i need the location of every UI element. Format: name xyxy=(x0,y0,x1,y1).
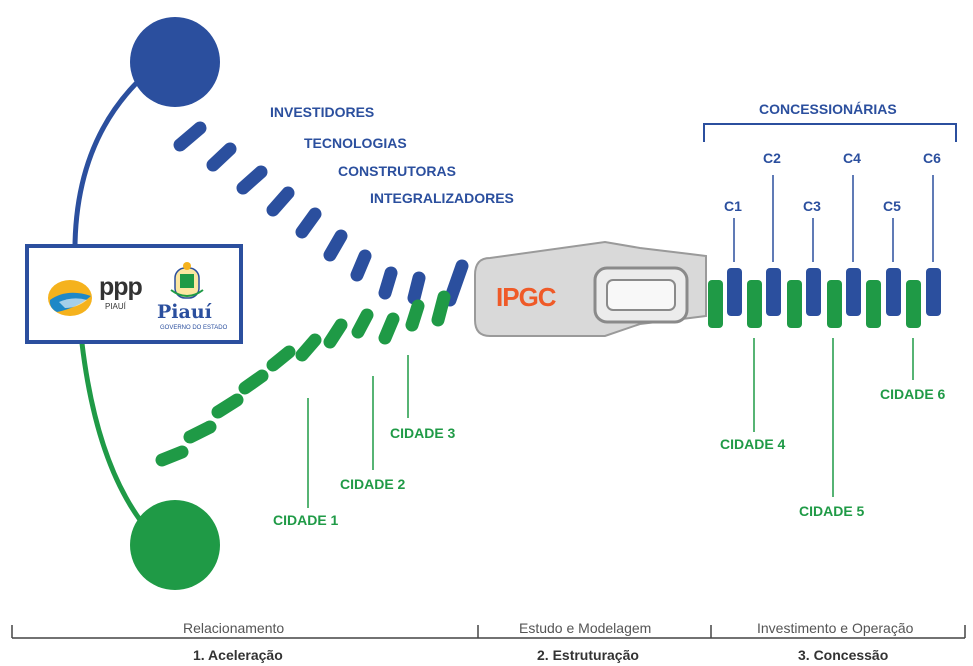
phase-name: 1. Aceleração xyxy=(193,647,283,663)
phase-name: 3. Concessão xyxy=(798,647,889,663)
green-teeth xyxy=(155,290,451,467)
ipgc-logo-text: IPGC xyxy=(496,282,557,312)
city-label: CIDADE 1 xyxy=(273,512,339,528)
ppp-logo-subtitle: PIAUÍ xyxy=(105,302,126,311)
concession-leaders xyxy=(733,175,934,262)
city-label: CIDADE 6 xyxy=(880,386,946,402)
left-city-leaders xyxy=(307,355,409,508)
state-seal-icon xyxy=(170,262,204,299)
logo-box: ppp PIAUÍ Piauí GOVERNO DO ESTADO xyxy=(25,244,243,344)
green-circle xyxy=(130,500,220,590)
investor-label: INTEGRALIZADORES xyxy=(370,190,514,206)
piaui-logo-text: Piauí xyxy=(157,301,212,323)
blue-teeth xyxy=(173,121,469,307)
investor-label: CONSTRUTORAS xyxy=(338,163,456,179)
zipper-slider xyxy=(474,240,707,337)
city-label: CIDADE 3 xyxy=(390,425,456,441)
ppp-logo-icon xyxy=(48,280,92,316)
concession-label: C3 xyxy=(803,198,821,214)
concession-label: C1 xyxy=(724,198,742,214)
phase-ruler xyxy=(11,625,966,639)
concession-label: C4 xyxy=(843,150,861,166)
city-label: CIDADE 5 xyxy=(799,503,865,519)
concessions-bracket xyxy=(703,123,957,142)
phase-description: Relacionamento xyxy=(183,620,285,636)
phase-name: 2. Estruturação xyxy=(537,647,639,663)
city-label: CIDADE 4 xyxy=(720,436,786,452)
phase-description: Estudo e Modelagem xyxy=(519,620,652,636)
city-label: CIDADE 2 xyxy=(340,476,406,492)
right-city-leaders xyxy=(753,338,914,497)
blue-circle xyxy=(130,17,220,107)
interlocked-blue-teeth xyxy=(727,268,941,316)
concession-label: C2 xyxy=(763,150,781,166)
investor-label: TECNOLOGIAS xyxy=(304,135,407,151)
interlocked-green-teeth xyxy=(708,280,921,328)
ppp-logo-text: ppp xyxy=(99,273,143,301)
piaui-logo-subtitle: GOVERNO DO ESTADO xyxy=(160,325,228,331)
phase-description: Investimento e Operação xyxy=(757,620,914,636)
investor-label: INVESTIDORES xyxy=(270,104,375,120)
concession-label: C6 xyxy=(923,150,941,166)
concessions-title: CONCESSIONÁRIAS xyxy=(759,101,897,117)
concession-label: C5 xyxy=(883,198,901,214)
